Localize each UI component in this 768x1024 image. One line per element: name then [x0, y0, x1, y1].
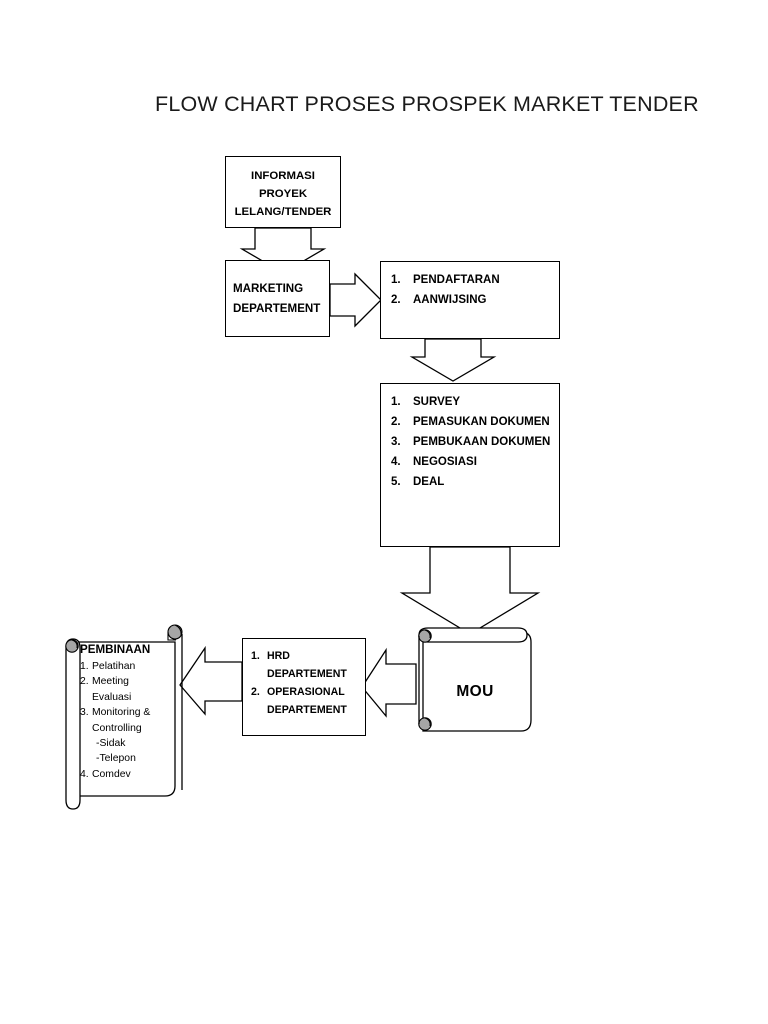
list-item: 1. SURVEY	[391, 392, 559, 412]
list-text: HRD	[267, 650, 290, 662]
list-text: Evaluasi	[92, 691, 132, 703]
list-text: Monitoring &	[92, 707, 151, 719]
list-item: 1. Pelatihan	[80, 659, 176, 674]
list-item: 5. DEAL	[391, 472, 559, 492]
list-sub-item: -Sidak	[80, 736, 176, 751]
pendaftaran-aanwijsing-box: 1. PENDAFTARAN 2. AANWIJSING	[380, 261, 560, 339]
list-item: 1. HRD	[251, 647, 365, 665]
informasi-line-1: INFORMASI	[251, 170, 315, 182]
list-number: 1.	[251, 650, 260, 662]
marketing-line-2: DEPARTEMENT	[233, 301, 321, 315]
mou-label: MOU	[456, 683, 494, 700]
list-item-continuation: DEPARTEMENT	[251, 701, 365, 719]
list-text: PENDAFTARAN	[413, 274, 500, 286]
marketing-departement-box: MARKETING DEPARTEMENT	[225, 260, 330, 337]
page-title: FLOW CHART PROSES PROSPEK MARKET TENDER	[155, 92, 699, 116]
list-number: 1.	[391, 274, 401, 286]
arrow-mou-to-hrd	[361, 647, 417, 718]
pembinaan-content: PEMBINAAN 1. Pelatihan 2. Meeting Evalua…	[80, 642, 176, 782]
list-number: 3.	[80, 707, 89, 719]
list-text: SURVEY	[413, 396, 461, 408]
list-text: Comdev	[92, 768, 131, 780]
list-item: 3. Monitoring &	[80, 705, 176, 720]
list-text: OPERASIONAL	[267, 686, 345, 698]
list-item: 1. PENDAFTARAN	[391, 270, 559, 290]
informasi-line-3: LELANG/TENDER	[234, 206, 332, 218]
arrow-survey-to-mou	[399, 546, 541, 635]
informasi-line-2: PROYEK	[258, 188, 308, 200]
list-text: DEPARTEMENT	[267, 668, 347, 680]
list-item: 3. PEMBUKAAN DOKUMEN	[391, 432, 559, 452]
arrow-hrd-to-pembinaan	[179, 645, 243, 716]
list-text: Meeting	[92, 676, 129, 688]
list-item: 2. OPERASIONAL	[251, 683, 365, 701]
list-text: Controlling	[92, 722, 142, 734]
list-number: 2.	[251, 686, 260, 698]
list-item: 4. Comdev	[80, 767, 176, 782]
list-text: DEAL	[413, 476, 445, 488]
list-number: 2.	[80, 676, 89, 688]
list-text: PEMASUKAN DOKUMEN	[413, 416, 550, 428]
arrow-pendaftaran-to-survey	[409, 338, 497, 382]
list-text: -Telepon	[96, 753, 136, 765]
list-number: 2.	[391, 416, 401, 428]
list-text: -Sidak	[96, 738, 126, 750]
arrow-marketing-to-pendaftaran	[329, 272, 382, 328]
list-item-continuation: Controlling	[80, 721, 176, 736]
list-item: 4. NEGOSIASI	[391, 452, 559, 472]
list-number: 1.	[80, 661, 89, 672]
pembinaan-title: PEMBINAAN	[80, 643, 151, 656]
list-item-continuation: Evaluasi	[80, 690, 176, 705]
list-number: 4.	[391, 456, 401, 468]
list-text: NEGOSIASI	[413, 456, 477, 468]
list-text: DEPARTEMENT	[267, 704, 347, 716]
list-item: 2. PEMASUKAN DOKUMEN	[391, 412, 559, 432]
informasi-proyek-box: INFORMASI PROYEK LELANG/TENDER	[225, 156, 341, 228]
list-text: AANWIJSING	[413, 294, 487, 306]
list-item-continuation: DEPARTEMENT	[251, 665, 365, 683]
list-sub-item: -Telepon	[80, 751, 176, 766]
list-number: 4.	[80, 768, 89, 780]
list-number: 5.	[391, 476, 401, 488]
list-text: Pelatihan	[92, 661, 136, 672]
list-number: 3.	[391, 436, 401, 448]
list-item: 2. AANWIJSING	[391, 290, 559, 310]
list-number: 2.	[391, 294, 401, 306]
list-text: PEMBUKAAN DOKUMEN	[413, 436, 551, 448]
list-number: 1.	[391, 396, 401, 408]
survey-proses-box: 1. SURVEY 2. PEMASUKAN DOKUMEN 3. PEMBUK…	[380, 383, 560, 547]
list-item: 2. Meeting	[80, 674, 176, 689]
marketing-line-1: MARKETING	[233, 281, 304, 295]
mou-document-shape	[418, 627, 532, 732]
hrd-operasional-box: 1. HRD DEPARTEMENT 2. OPERASIONAL DEPART…	[242, 638, 366, 736]
